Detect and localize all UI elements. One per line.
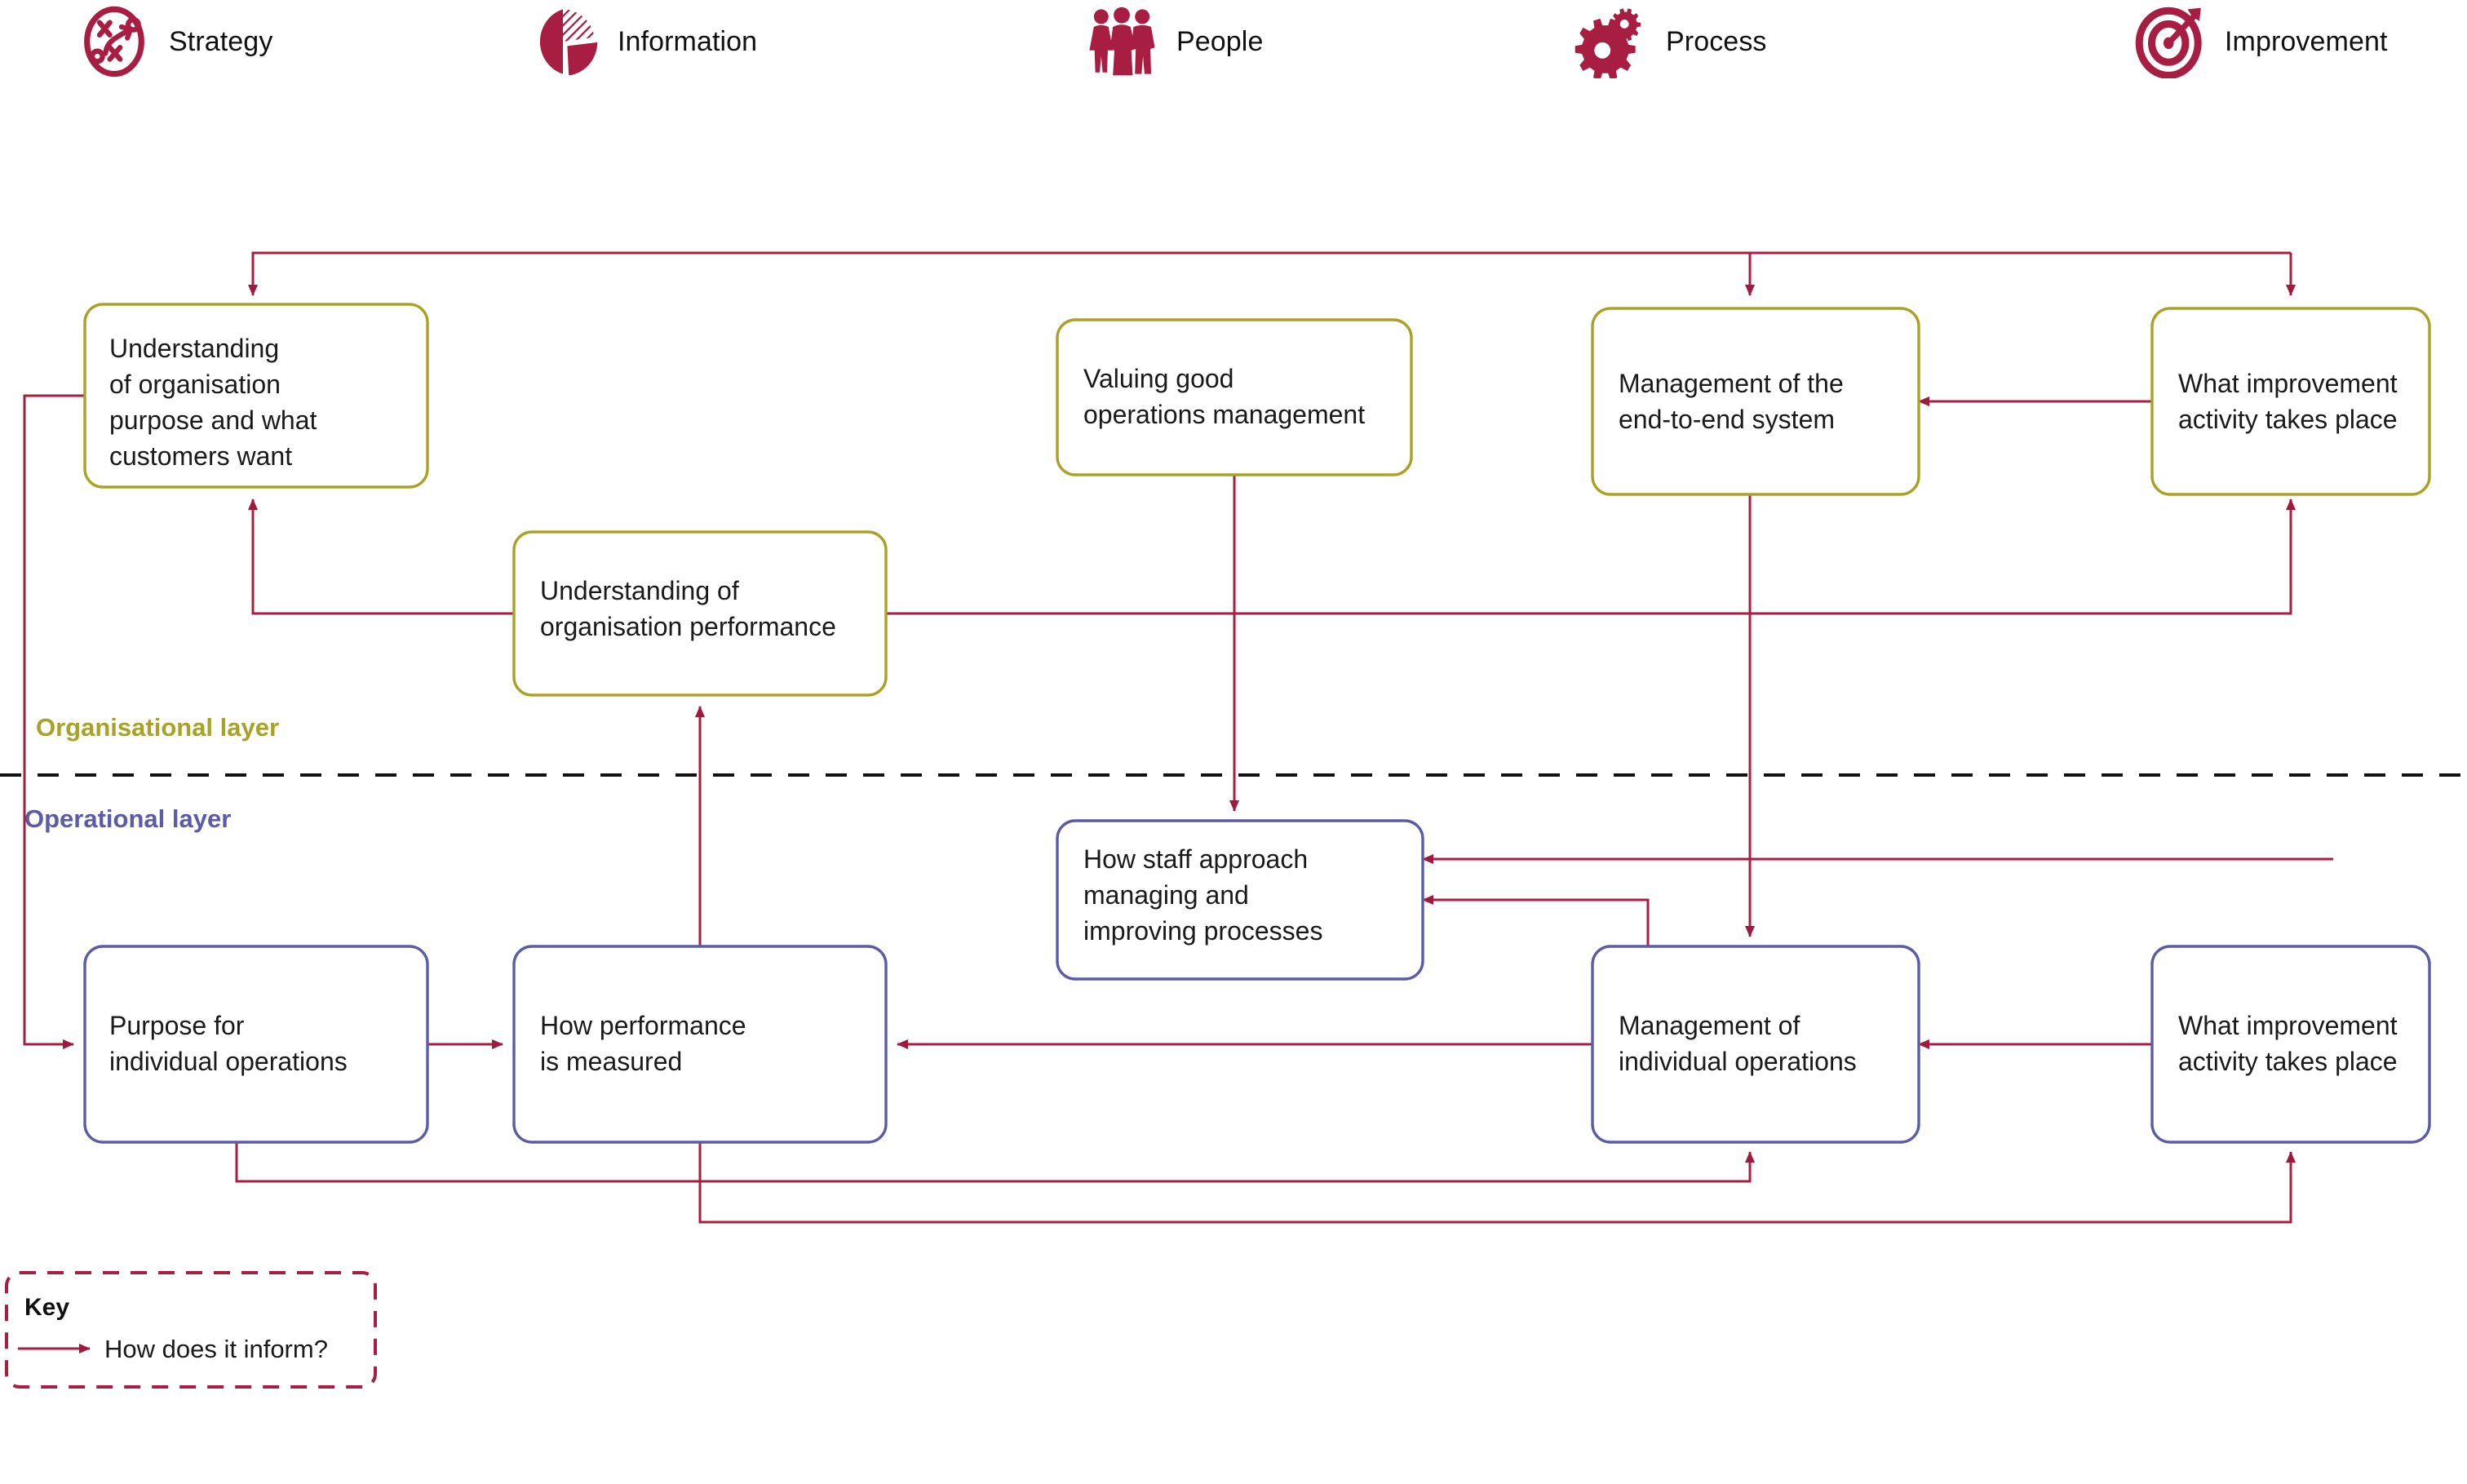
flow-org-performance-to-org-purpose (248, 498, 514, 615)
header-label-improvement: Improvement (2225, 25, 2388, 57)
node-label-line: individual operations (109, 1047, 348, 1076)
node-label-line: purpose and what (109, 405, 317, 435)
node-label-line: activity takes place (2178, 405, 2398, 434)
layer-label-organisational: Organisational layer (36, 713, 279, 742)
node-label-line: Management of (1619, 1011, 1800, 1040)
node-box[interactable] (83, 945, 429, 1144)
header-item-process: Process (1575, 5, 1767, 81)
node-label-line: How staff approach (1083, 844, 1308, 874)
node-ops-purpose-individual[interactable]: Purpose for individual operations (83, 945, 429, 1144)
node-label-line: What improvement (2178, 1011, 2398, 1040)
node-label-line: organisation performance (540, 612, 836, 641)
node-box[interactable] (1591, 307, 1920, 496)
header-item-improvement: Improvement (2133, 5, 2388, 79)
flow-ops-management-to-how-staff-approach (1422, 895, 1650, 946)
node-label-line: improving processes (1083, 916, 1322, 946)
key-box-outline (5, 1271, 377, 1389)
node-box[interactable] (83, 303, 429, 489)
node-label-line: is measured (540, 1047, 682, 1076)
node-label-line: Understanding of (540, 576, 739, 605)
node-box[interactable] (2150, 945, 2431, 1144)
node-label-line: operations management (1083, 400, 1365, 429)
flow-org-performance-to-org-improvement (886, 498, 2296, 615)
node-org-management-end-to-end[interactable]: Management of the end-to-end system (1591, 307, 1920, 496)
improvement-icon (2133, 5, 2207, 79)
node-org-what-improvement-activity[interactable]: What improvement activity takes place (2150, 307, 2431, 496)
key-legend: Key How does it inform? (5, 1271, 377, 1389)
node-box[interactable] (1591, 945, 1920, 1144)
node-ops-how-performance-measured[interactable]: How performance is measured (512, 945, 888, 1144)
flow-org-purpose-to-ops-purpose (23, 394, 85, 1049)
node-ops-management-individual[interactable]: Management of individual operations (1591, 945, 1920, 1144)
header-label-process: Process (1666, 25, 1767, 57)
header-item-people: People (1085, 5, 1263, 78)
information-icon (526, 5, 600, 78)
node-ops-how-staff-approach[interactable]: How staff approach managing and improvin… (1056, 819, 1424, 981)
node-label-line: Valuing good (1083, 364, 1234, 393)
flow-bottom-bus-to-ops-management (235, 1142, 1755, 1183)
node-box[interactable] (512, 530, 888, 697)
flow-top-bus-to-understanding-purpose (248, 251, 2291, 296)
node-label-line: Management of the (1619, 369, 1844, 398)
layer-label-operational: Operational layer (24, 804, 231, 833)
header-item-strategy: Strategy (78, 5, 272, 78)
node-label-line: customers want (109, 441, 292, 471)
node-label-line: Understanding (109, 334, 279, 363)
node-label-line: of organisation (109, 370, 281, 399)
flow-bottom-bus-to-ops-improvement (698, 1142, 2296, 1224)
node-label-line: activity takes place (2178, 1047, 2398, 1076)
node-org-understanding-performance[interactable]: Understanding of organisation performanc… (512, 530, 888, 697)
node-label-line: managing and (1083, 880, 1249, 910)
key-title: Key (24, 1294, 69, 1321)
node-ops-what-improvement-activity[interactable]: What improvement activity takes place (2150, 945, 2431, 1144)
node-label-line: How performance (540, 1011, 746, 1040)
flow-connectors (23, 251, 2333, 1224)
strategy-icon (78, 5, 151, 78)
node-label-line: individual operations (1619, 1047, 1857, 1076)
node-box[interactable] (1056, 819, 1424, 981)
node-label-line: Purpose for (109, 1011, 245, 1040)
node-org-valuing-operations-management[interactable]: Valuing good operations management (1056, 318, 1413, 476)
node-label-line: end-to-end system (1619, 405, 1835, 434)
process-icon (1575, 5, 1648, 81)
key-legend-label: How does it inform? (104, 1335, 328, 1363)
node-org-understanding-purpose[interactable]: Understanding of organisation purpose an… (83, 303, 429, 489)
header-item-information: Information (526, 5, 757, 78)
node-box[interactable] (1056, 318, 1413, 476)
header-label-people: People (1176, 25, 1264, 57)
header-label-strategy: Strategy (169, 25, 273, 57)
people-icon (1085, 5, 1158, 78)
node-box[interactable] (2150, 307, 2431, 496)
icon-legend-strip: Strategy Information (0, 0, 2467, 98)
node-box[interactable] (512, 945, 888, 1144)
header-label-information: Information (618, 25, 758, 57)
node-label-line: What improvement (2178, 369, 2398, 398)
